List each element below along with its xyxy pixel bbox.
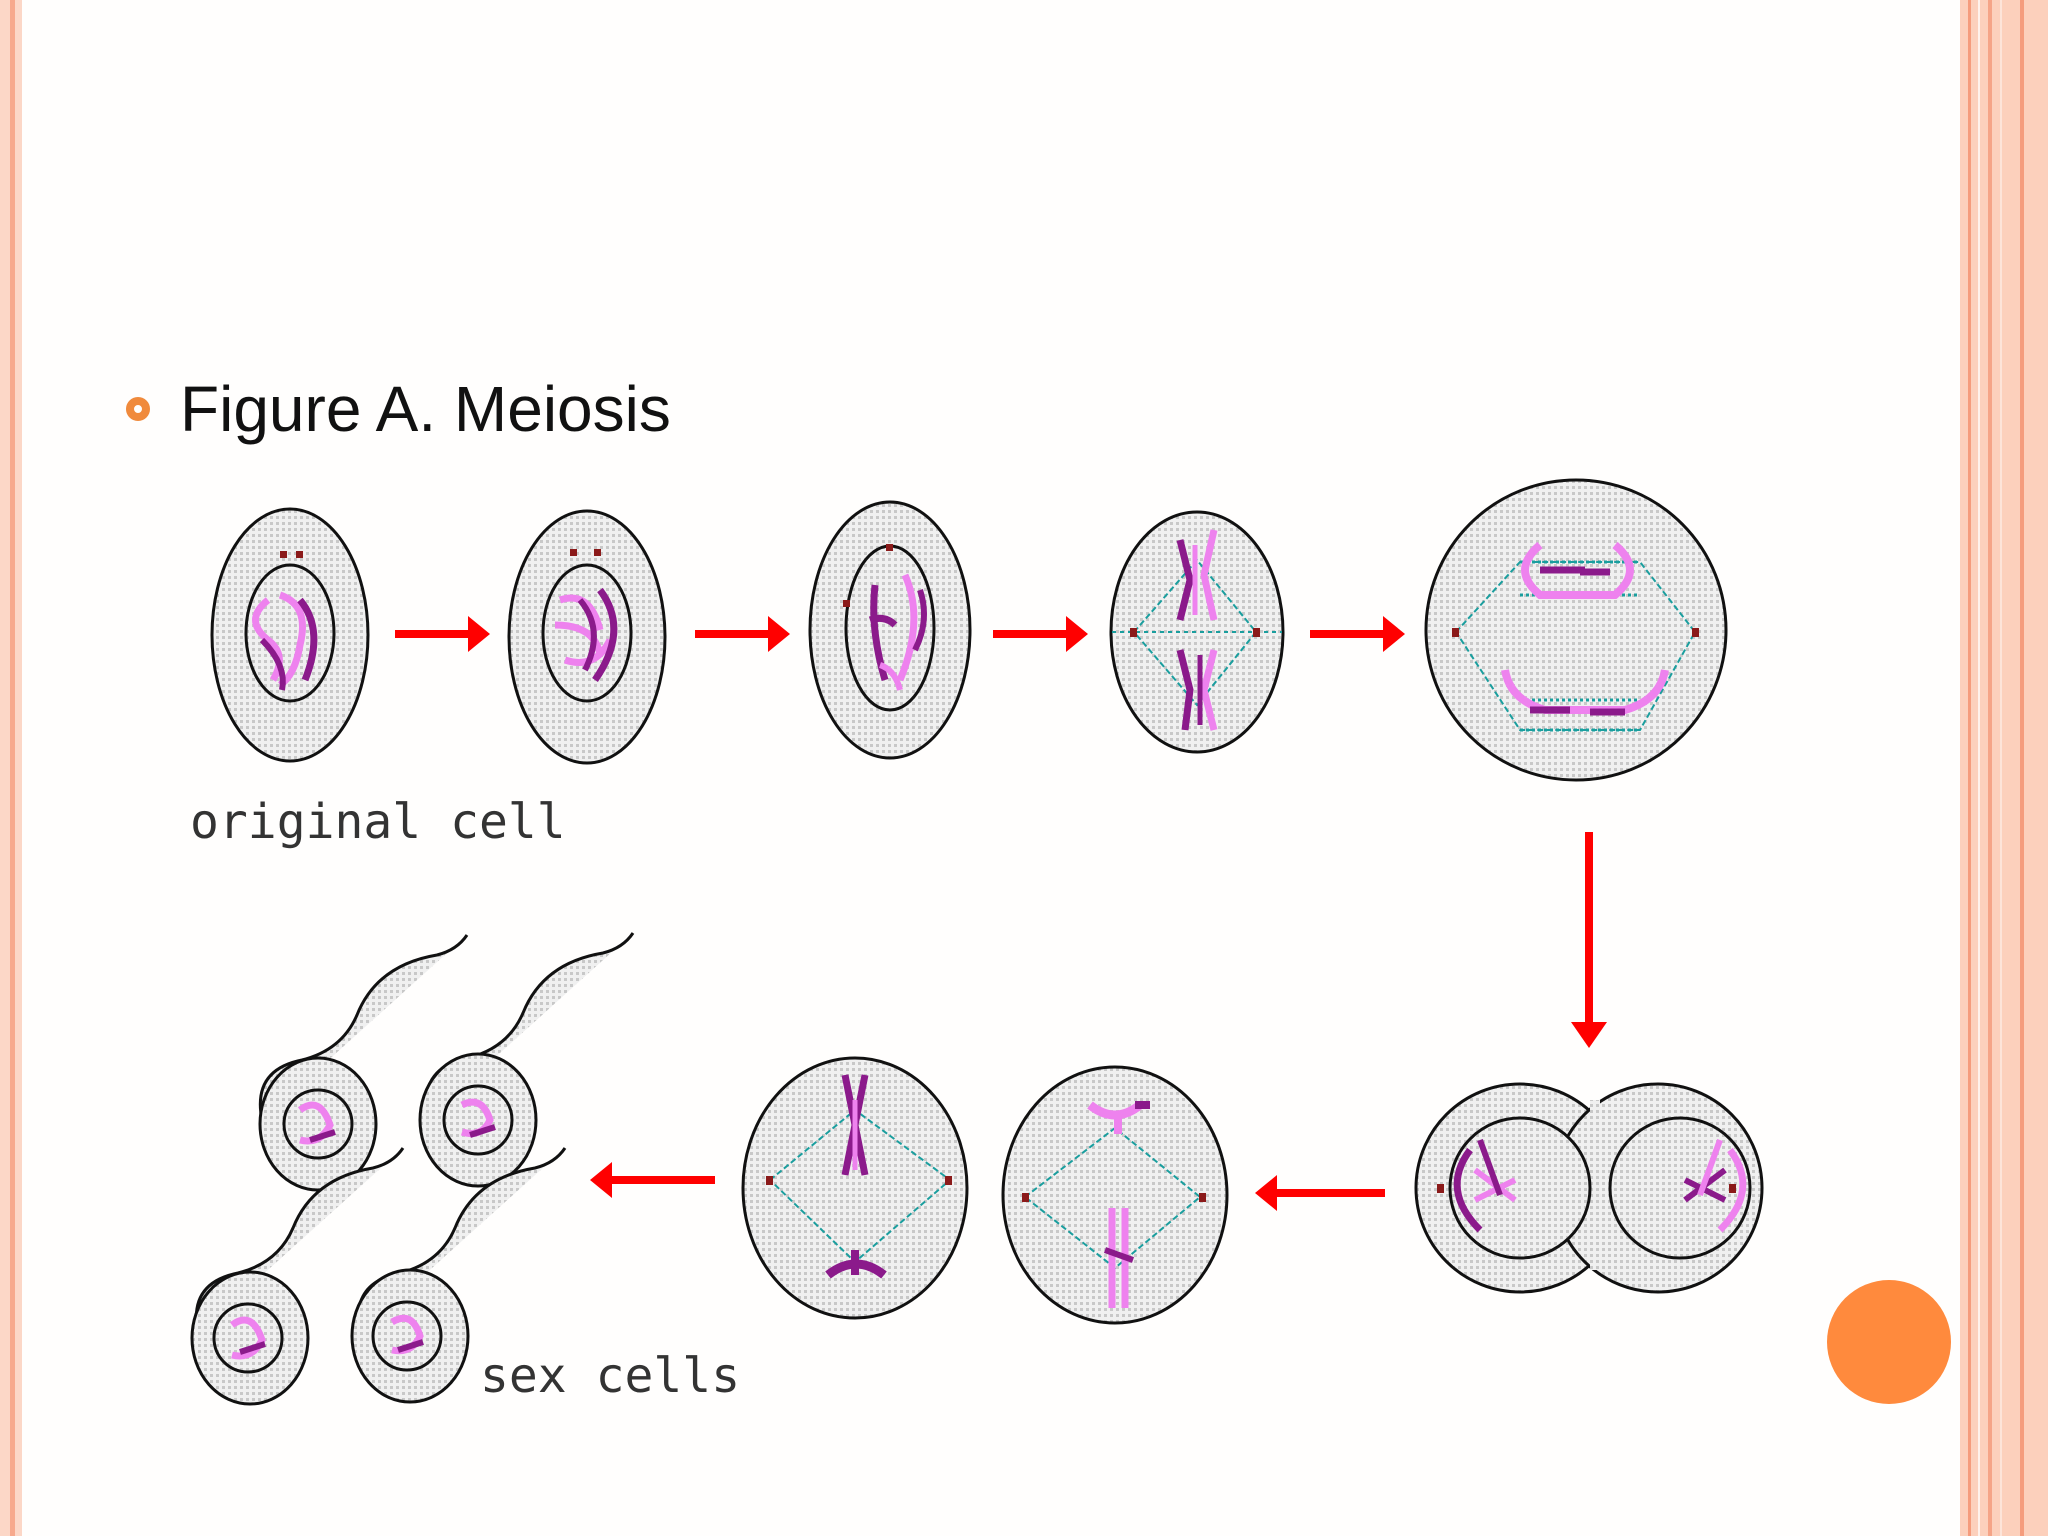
- arrow-2: [695, 616, 790, 652]
- bullet-icon: [126, 397, 150, 421]
- cell-stage-7: [1001, 1065, 1229, 1325]
- arrow-6: [590, 1162, 715, 1198]
- slide-title: Figure A. Meiosis: [180, 373, 671, 445]
- arrow-5: [1255, 1175, 1385, 1211]
- cell-stage-6: [1414, 1082, 1764, 1294]
- cell-original: [210, 507, 370, 763]
- sex-cell-3: [190, 1147, 405, 1406]
- cell-stage-8: [741, 1056, 969, 1320]
- sex-cell-1: [258, 934, 469, 1192]
- decorative-orange-circle: [1827, 1280, 1951, 1404]
- left-border: [0, 0, 22, 1536]
- cell-stage-4: [1109, 510, 1285, 754]
- right-border: [1960, 0, 2048, 1536]
- cell-stage-2: [507, 509, 667, 765]
- sex-cell-2: [418, 932, 635, 1188]
- sex-cell-4: [350, 1147, 567, 1404]
- cell-stage-3: [808, 500, 972, 760]
- cell-stage-5: [1424, 478, 1728, 782]
- arrow-1: [395, 616, 490, 652]
- label-sex-cells: sex cells: [480, 1348, 740, 1404]
- arrow-3: [993, 616, 1088, 652]
- label-original-cell: original cell: [190, 794, 566, 850]
- arrow-4: [1310, 616, 1405, 652]
- bullet-item: Figure A. Meiosis: [126, 372, 671, 446]
- arrow-down: [1571, 832, 1607, 1048]
